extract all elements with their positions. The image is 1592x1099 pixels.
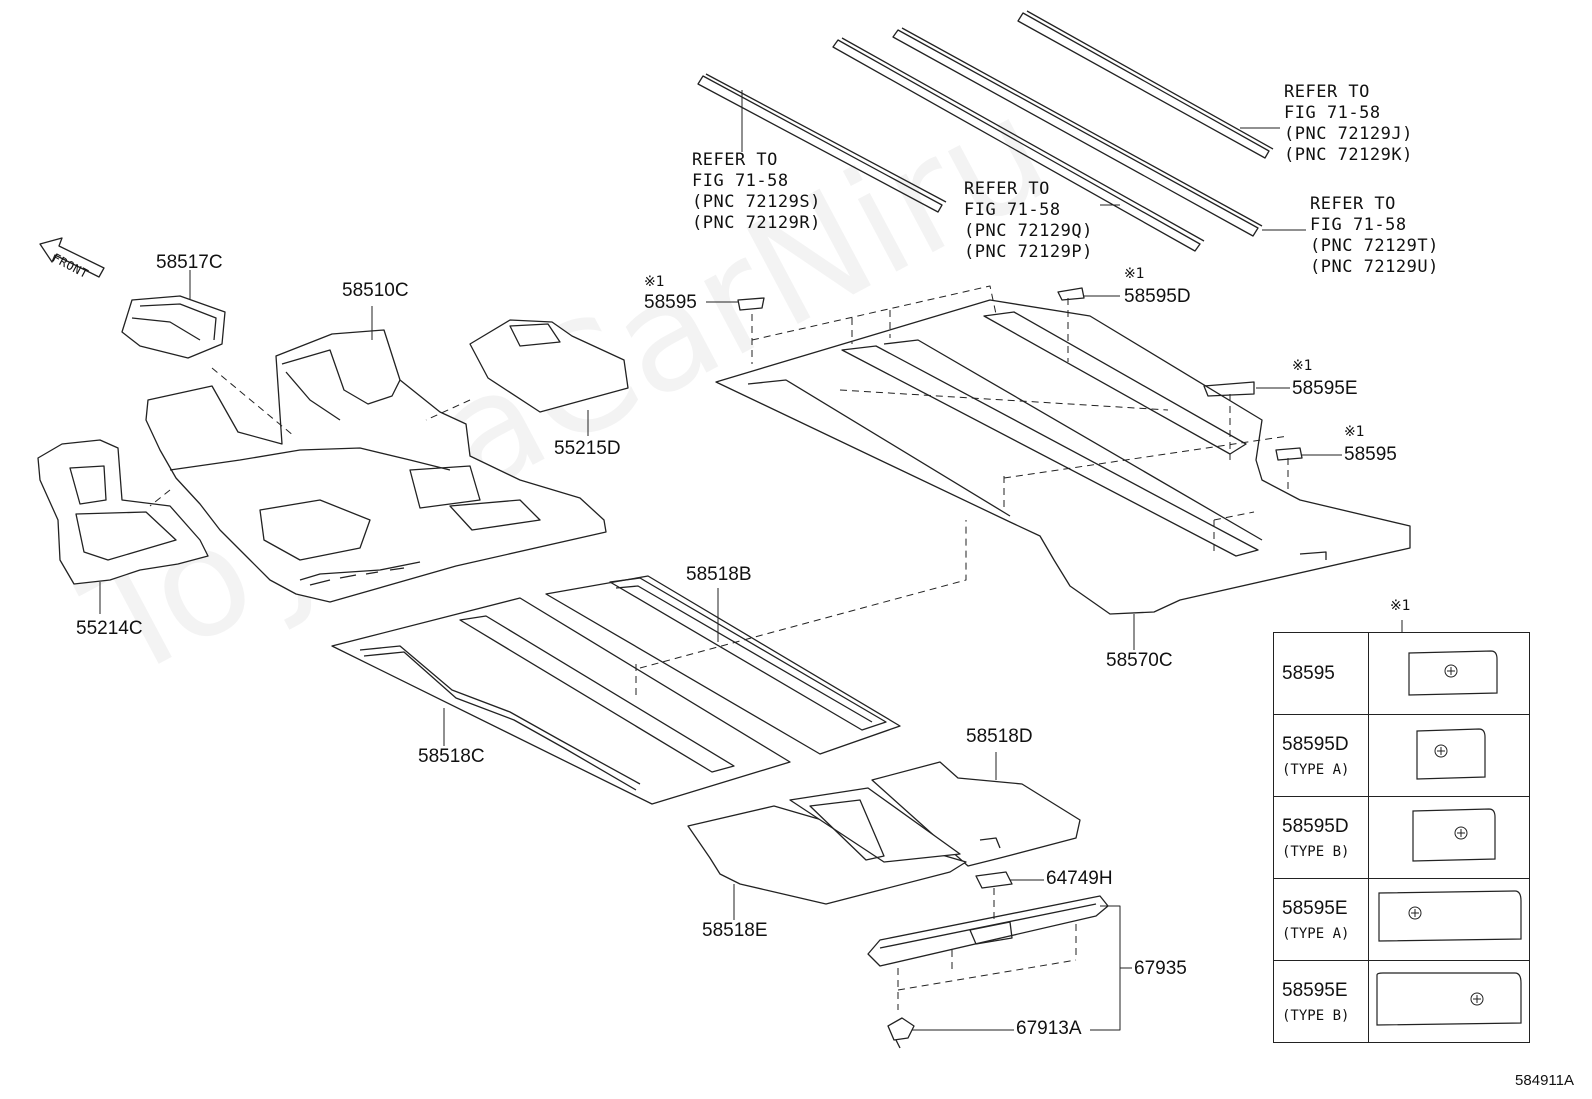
refer-line: FIG 71-58: [1284, 103, 1381, 123]
clip-shapes: [737, 287, 1303, 461]
refer-line: (PNC 72129P): [964, 242, 1093, 262]
part-58518c: [331, 597, 791, 805]
legend-picture: [1368, 632, 1530, 715]
part-58570c: [715, 299, 1411, 615]
callout-58595-right: 58595: [1344, 444, 1397, 465]
note-mark: ※1: [1344, 424, 1365, 440]
callout-58595-left: 58595: [644, 292, 697, 313]
part-58518e: [687, 787, 967, 905]
callout-58570c: 58570C: [1106, 650, 1173, 671]
part-58518d: [871, 761, 1081, 867]
callout-67913a: 67913A: [1016, 1018, 1082, 1039]
legend-code-cell: 58595E (TYPE B): [1273, 960, 1369, 1043]
rail-strips: [697, 10, 1274, 252]
legend-code: 58595E: [1282, 897, 1348, 919]
legend-type: (TYPE A): [1282, 761, 1350, 778]
callout-58518b: 58518B: [686, 564, 752, 585]
legend-code-cell: 58595E (TYPE A): [1273, 878, 1369, 961]
callout-64749h: 64749H: [1046, 868, 1113, 889]
part-67935: [867, 895, 1109, 967]
refer-line: FIG 71-58: [1310, 215, 1407, 235]
refer-line: (PNC 72129K): [1284, 145, 1413, 165]
legend-picture: [1368, 714, 1530, 797]
refer-line: (PNC 72129J): [1284, 124, 1413, 144]
legend-row: 58595E (TYPE B): [1273, 960, 1530, 1043]
legend-type: (TYPE B): [1282, 843, 1350, 860]
note-mark: ※1: [644, 274, 665, 290]
callout-58595e: 58595E: [1292, 378, 1358, 399]
legend-row: 58595E (TYPE A): [1273, 878, 1530, 961]
refer-block-72129t: REFER TO FIG 71-58 (PNC 72129T) (PNC 721…: [1310, 194, 1439, 278]
part-64749h: [975, 871, 1013, 889]
leader-lines: [99, 90, 1403, 1031]
callout-58517c: 58517C: [156, 252, 223, 273]
refer-line: REFER TO: [964, 179, 1050, 199]
refer-line: REFER TO: [1310, 194, 1396, 214]
legend-type: (TYPE B): [1282, 1007, 1350, 1024]
part-58518b: [545, 575, 901, 755]
refer-block-72129s: REFER TO FIG 71-58 (PNC 72129S) (PNC 721…: [692, 150, 821, 234]
legend-row: 58595D (TYPE A): [1273, 714, 1530, 797]
refer-line: REFER TO: [692, 150, 778, 170]
note-mark: ※1: [1292, 358, 1313, 374]
part-55215d: [469, 319, 629, 413]
legend-code: 58595: [1282, 662, 1335, 684]
refer-block-72129q: REFER TO FIG 71-58 (PNC 72129Q) (PNC 721…: [964, 179, 1093, 263]
callout-58518c: 58518C: [418, 746, 485, 767]
legend-picture: [1368, 796, 1530, 879]
legend-type: (TYPE A): [1282, 925, 1350, 942]
clip-legend-table: 58595 58595D (TYPE A) 58595D (TYPE B) 5859…: [1273, 632, 1530, 1043]
dashed-lines: [149, 285, 1289, 1010]
refer-line: FIG 71-58: [964, 200, 1061, 220]
legend-picture: [1368, 878, 1530, 961]
legend-row: 58595D (TYPE B): [1273, 796, 1530, 879]
refer-line: FIG 71-58: [692, 171, 789, 191]
legend-code-cell: 58595D (TYPE B): [1273, 796, 1369, 879]
legend-code: 58595D: [1282, 815, 1349, 837]
part-58517c: [121, 295, 226, 359]
front-arrow-icon: [39, 237, 105, 278]
refer-line: REFER TO: [1284, 82, 1370, 102]
callout-58595d: 58595D: [1124, 286, 1191, 307]
refer-line: (PNC 72129Q): [964, 221, 1093, 241]
refer-line: (PNC 72129R): [692, 213, 821, 233]
legend-code-cell: 58595: [1273, 632, 1369, 715]
refer-line: (PNC 72129T): [1310, 236, 1439, 256]
callout-58518e: 58518E: [702, 920, 768, 941]
legend-picture: [1368, 960, 1530, 1043]
legend-code: 58595D: [1282, 733, 1349, 755]
refer-line: (PNC 72129S): [692, 192, 821, 212]
callout-55214c: 55214C: [76, 618, 143, 639]
legend-row: 58595: [1273, 632, 1530, 715]
legend-code: 58595E: [1282, 979, 1348, 1001]
figure-reference: 584911A: [1515, 1072, 1574, 1089]
callout-58510c: 58510C: [342, 280, 409, 301]
note-mark: ※1: [1124, 266, 1145, 282]
legend-code-cell: 58595D (TYPE A): [1273, 714, 1369, 797]
callout-58518d: 58518D: [966, 726, 1033, 747]
part-58510c: [145, 329, 607, 603]
legend-header-mark: ※1: [1390, 598, 1411, 614]
part-55214c: [37, 439, 209, 585]
callout-67935: 67935: [1134, 958, 1187, 979]
callout-55215d: 55215D: [554, 438, 621, 459]
refer-line: (PNC 72129U): [1310, 257, 1439, 277]
refer-block-72129j: REFER TO FIG 71-58 (PNC 72129J) (PNC 721…: [1284, 82, 1413, 166]
part-67913a: [887, 1017, 915, 1049]
